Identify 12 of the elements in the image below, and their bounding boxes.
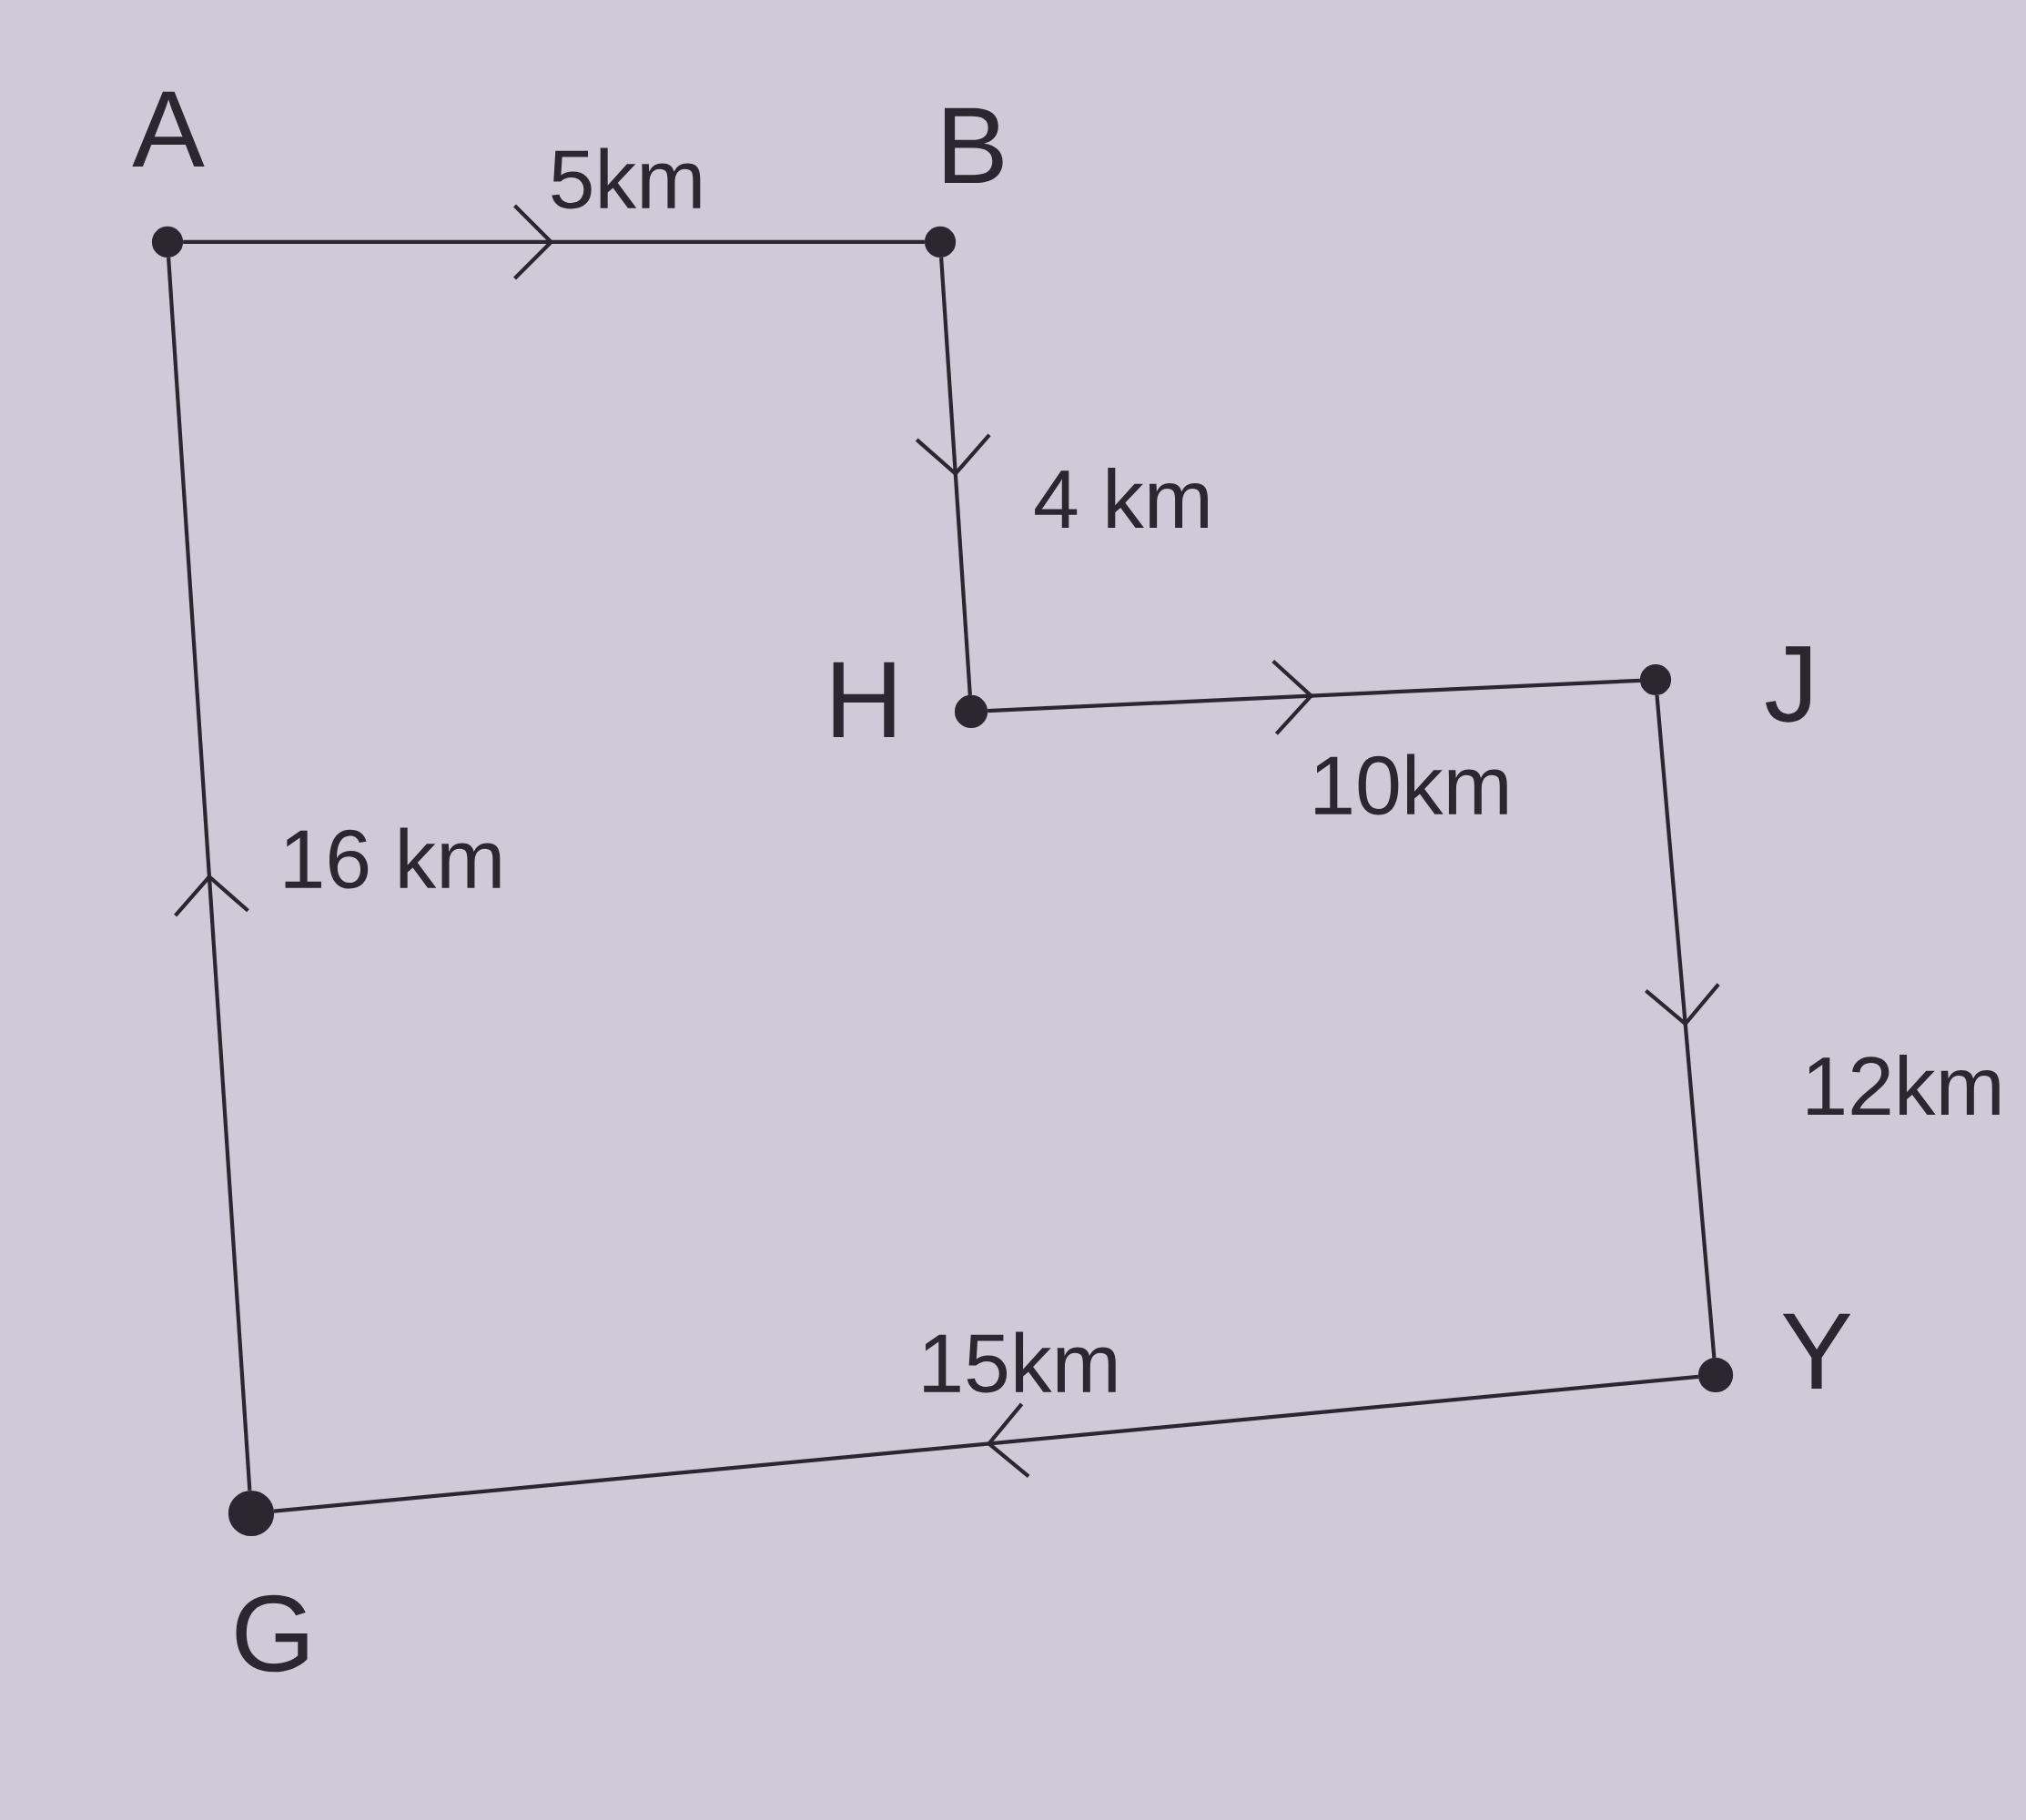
edge-label: 16 km <box>272 821 512 895</box>
edge-label: 5km <box>542 141 713 216</box>
point-label: H <box>833 662 895 738</box>
edge-label: 4 km <box>1027 460 1221 535</box>
point-label: J <box>1766 646 1811 723</box>
edge-label: 12km <box>1795 1047 2011 1122</box>
point-label: A <box>132 91 205 167</box>
point-label: G <box>236 1594 308 1673</box>
point-label: B <box>945 107 1003 184</box>
edge-label: 15km <box>911 1325 1128 1400</box>
point-label: Y <box>1782 1313 1851 1390</box>
edge-label: 10km <box>1302 747 1519 822</box>
